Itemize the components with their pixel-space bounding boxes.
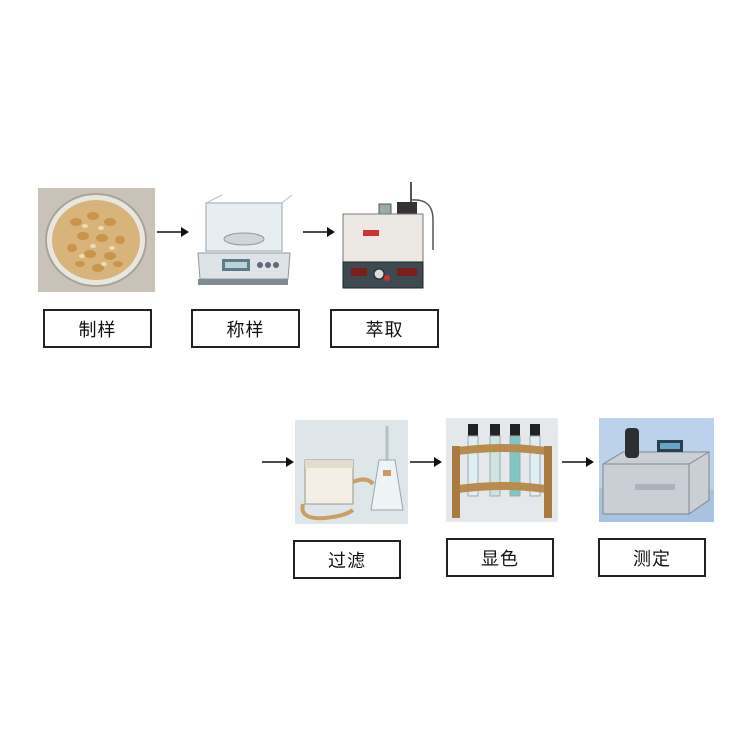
step-label-measurement: 测定	[598, 538, 706, 577]
flow-arrow	[157, 226, 189, 238]
flow-arrow	[262, 456, 294, 468]
corn-kernels-dish-image	[38, 188, 155, 292]
flow-arrow	[562, 456, 594, 468]
flow-arrow	[410, 456, 442, 468]
water-bath-extractor-image	[337, 180, 445, 300]
step-label-extraction: 萃取	[330, 309, 439, 348]
flow-arrow	[303, 226, 335, 238]
vacuum-filtration-pump-image	[295, 420, 408, 524]
step-label-weighing: 称样	[191, 309, 300, 348]
electronic-balance-image	[192, 193, 295, 291]
step-label-filtration: 过滤	[293, 540, 401, 579]
step-label-color-development: 显色	[446, 538, 554, 577]
step-label-sample-prep: 制样	[43, 309, 152, 348]
test-tube-rack-image	[446, 418, 558, 522]
photometer-analyzer-image	[599, 418, 714, 522]
